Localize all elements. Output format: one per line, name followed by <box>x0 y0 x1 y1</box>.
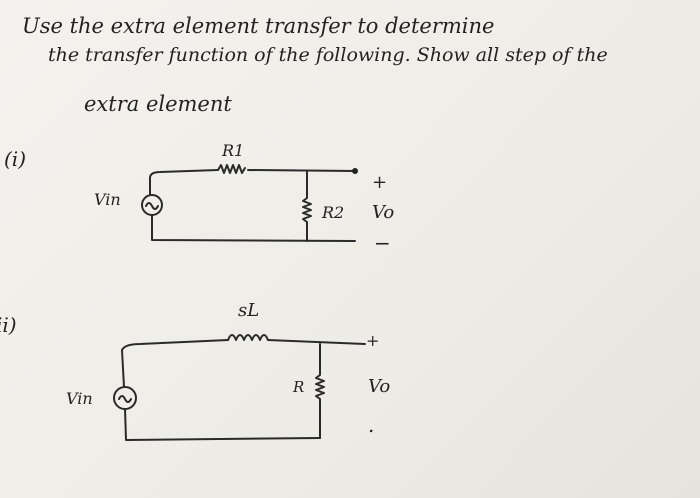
r2-label: R2 <box>321 203 344 222</box>
minus-sign-i: − <box>374 231 391 255</box>
inductor-l <box>227 334 269 341</box>
vo-label-i: Vo <box>372 202 394 223</box>
sine-icon <box>145 202 159 210</box>
output-terminal-top <box>352 168 358 174</box>
vo-label-ii: Vo <box>368 376 390 397</box>
circuit-ii: ii) sL Vin R + Vo . <box>0 300 390 441</box>
r1-label: R1 <box>221 141 244 160</box>
circuit-ii-label: ii) <box>0 313 17 337</box>
sl-label: sL <box>238 300 259 321</box>
bottom-wire-i <box>151 214 356 242</box>
top-wire-left <box>149 169 219 195</box>
bottom-wire-ii <box>124 408 321 441</box>
plus-sign-i: + <box>372 172 387 193</box>
r-label: R <box>292 378 304 396</box>
resistor-r1 <box>217 164 246 174</box>
instruction-line-1: Use the extra element transfer to determ… <box>22 14 495 38</box>
top-wire-left-ii <box>121 339 229 388</box>
circuit-i-label: (i) <box>4 147 26 171</box>
minus-sign-ii: . <box>368 413 374 437</box>
sine-icon <box>118 395 132 403</box>
resistor-r2 <box>302 171 312 242</box>
vin-label-i: Vin <box>94 190 121 209</box>
plus-sign-ii: + <box>366 331 379 350</box>
vin-label-ii: Vin <box>66 389 93 408</box>
instruction-line-2: the transfer function of the following. … <box>48 44 608 66</box>
top-wire-right-ii <box>267 339 366 345</box>
top-wire-right <box>247 169 356 172</box>
circuit-i: (i) R1 Vin R2 + Vo − <box>4 141 394 255</box>
resistor-r <box>315 343 325 439</box>
instruction-line-3: extra element <box>84 92 232 116</box>
